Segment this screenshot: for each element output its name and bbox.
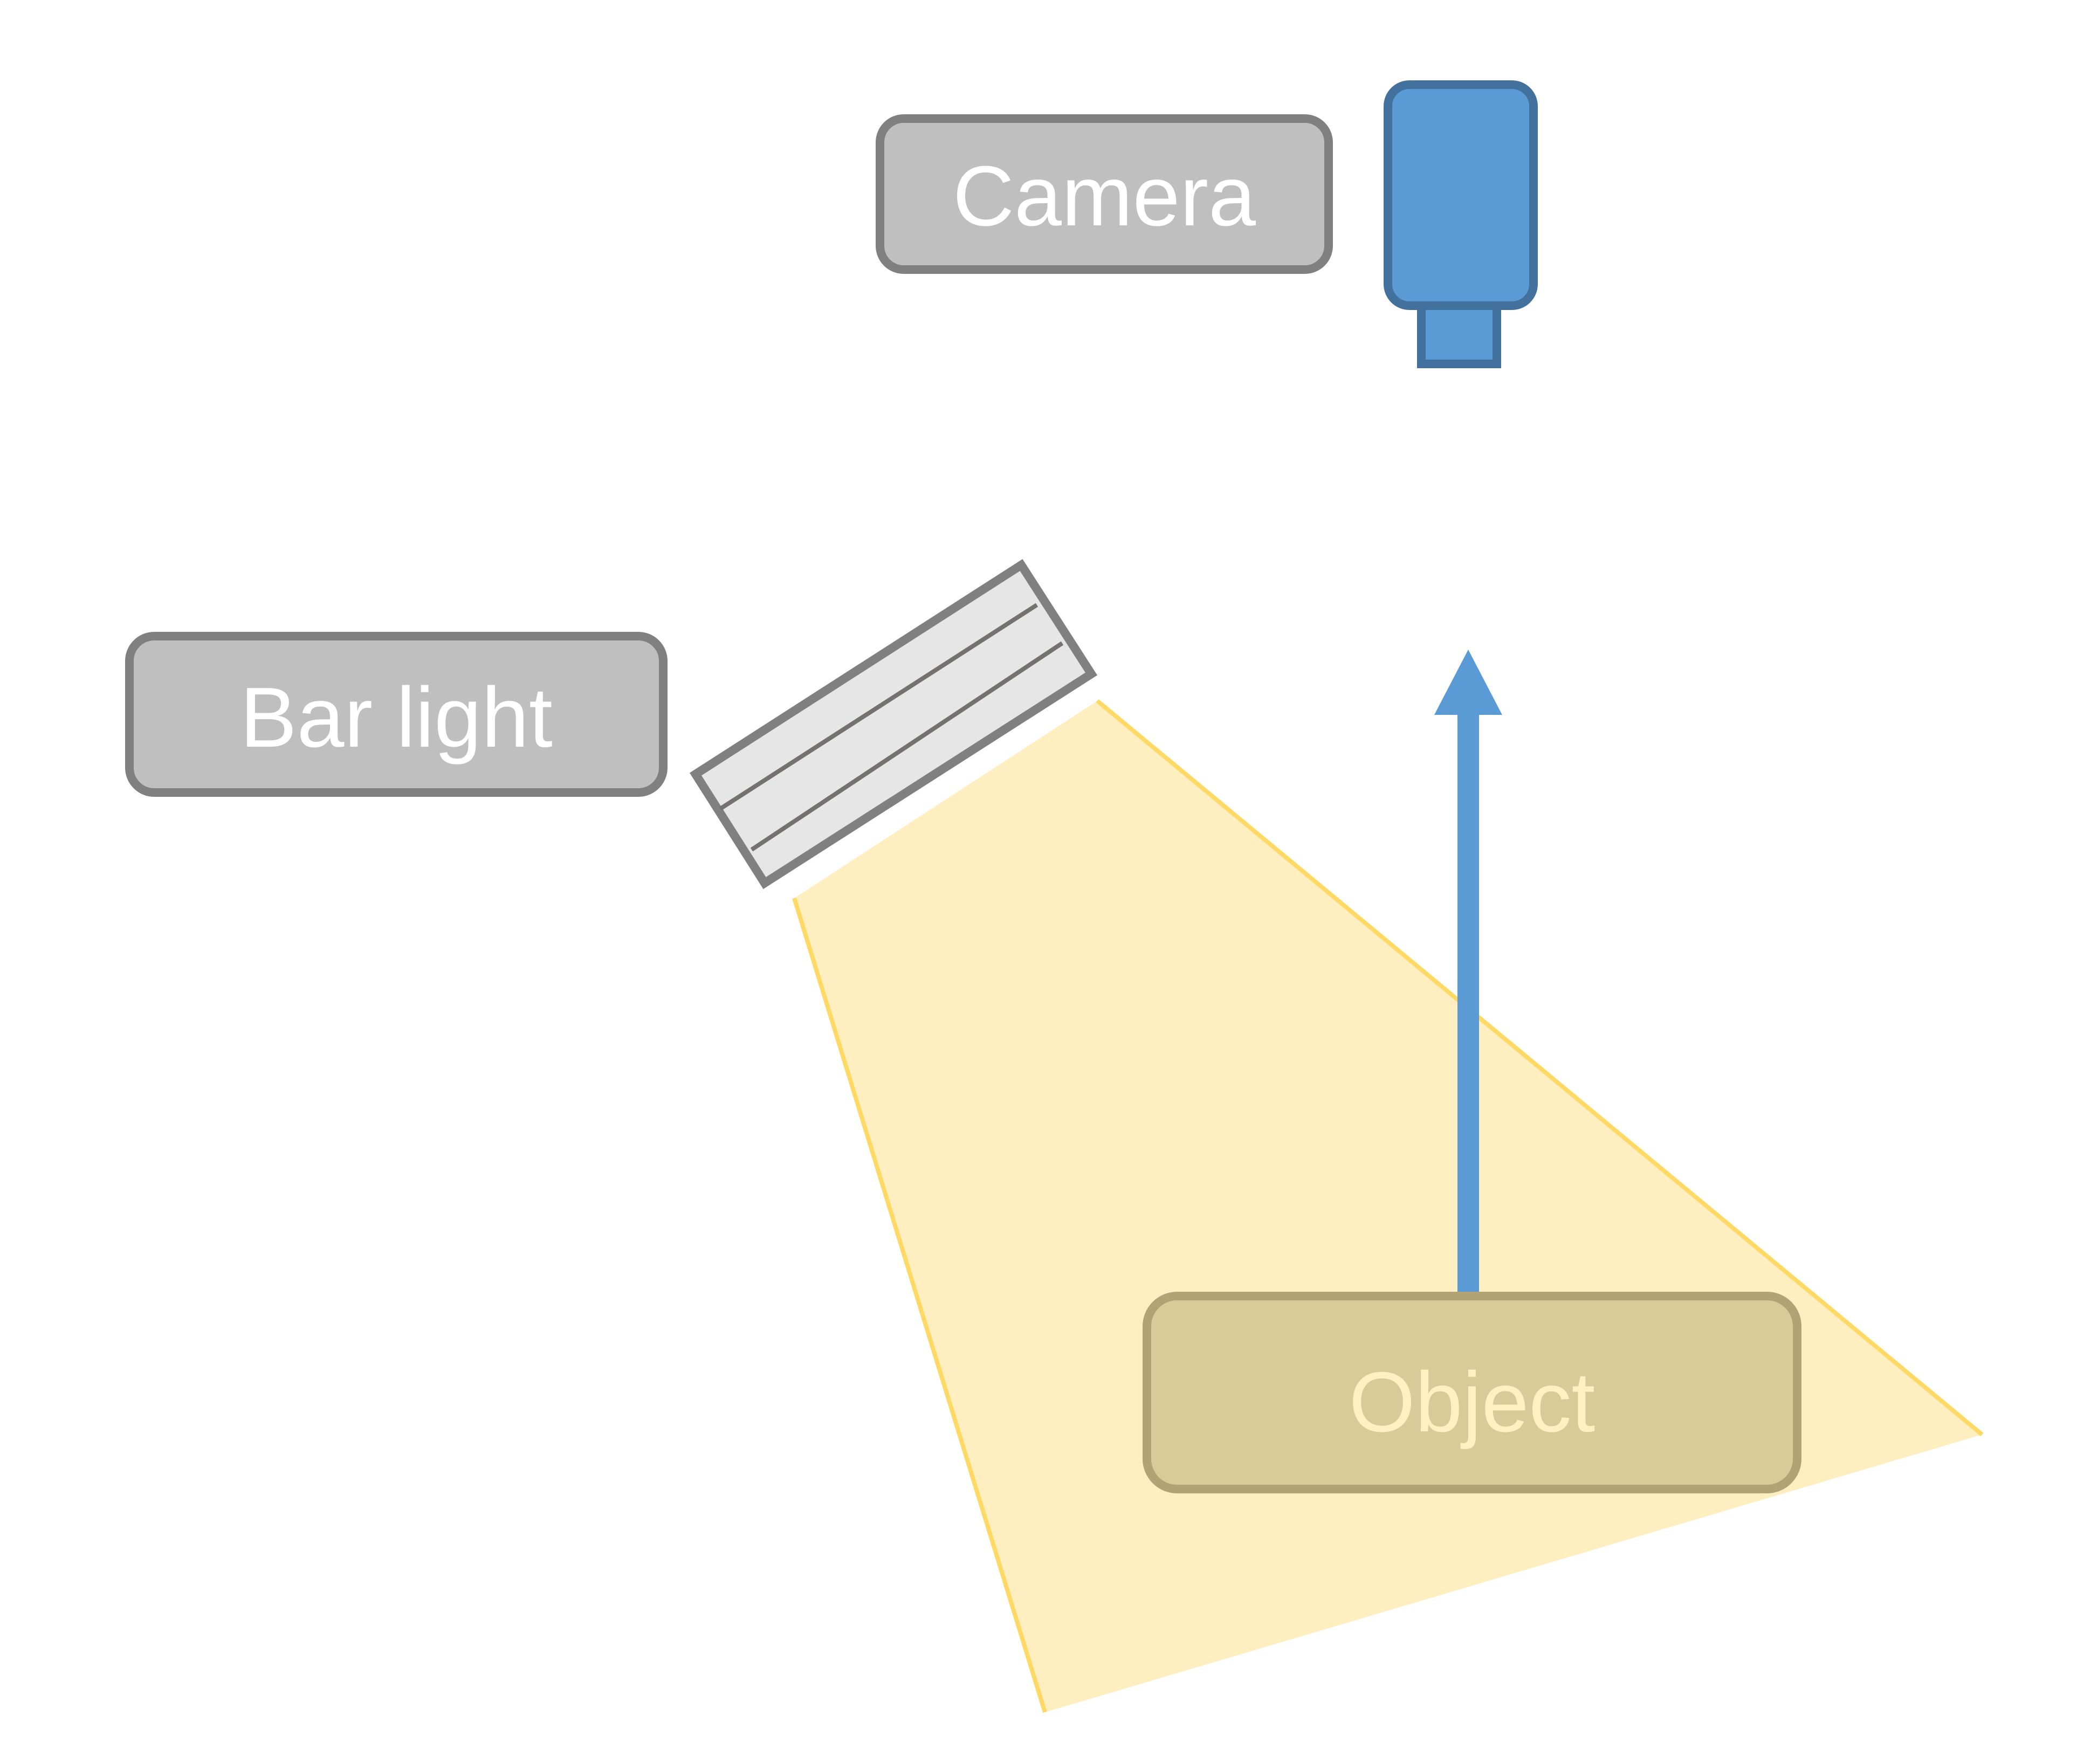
object-label-text: Object <box>1349 1355 1595 1450</box>
bar-light-line-1 <box>719 603 1038 811</box>
reflection-arrow <box>1434 650 1502 1297</box>
object-box: Object <box>1143 1292 1801 1493</box>
camera-label: Camera <box>876 114 1333 274</box>
camera-label-text: Camera <box>953 149 1256 244</box>
bar-light-icon <box>689 559 1098 890</box>
camera-icon <box>1384 80 1538 368</box>
bar-light-housing <box>689 559 1098 890</box>
camera-body <box>1384 80 1538 310</box>
bar-light-label: Bar light <box>125 632 668 797</box>
light-beam <box>794 701 1982 1712</box>
light-beam-edge-right <box>1096 699 1984 1437</box>
bar-light-line-2 <box>750 641 1064 852</box>
light-beam-edge-left <box>792 897 1047 1713</box>
bar-light-label-text: Bar light <box>240 670 553 765</box>
arrow-head-icon <box>1434 650 1502 715</box>
